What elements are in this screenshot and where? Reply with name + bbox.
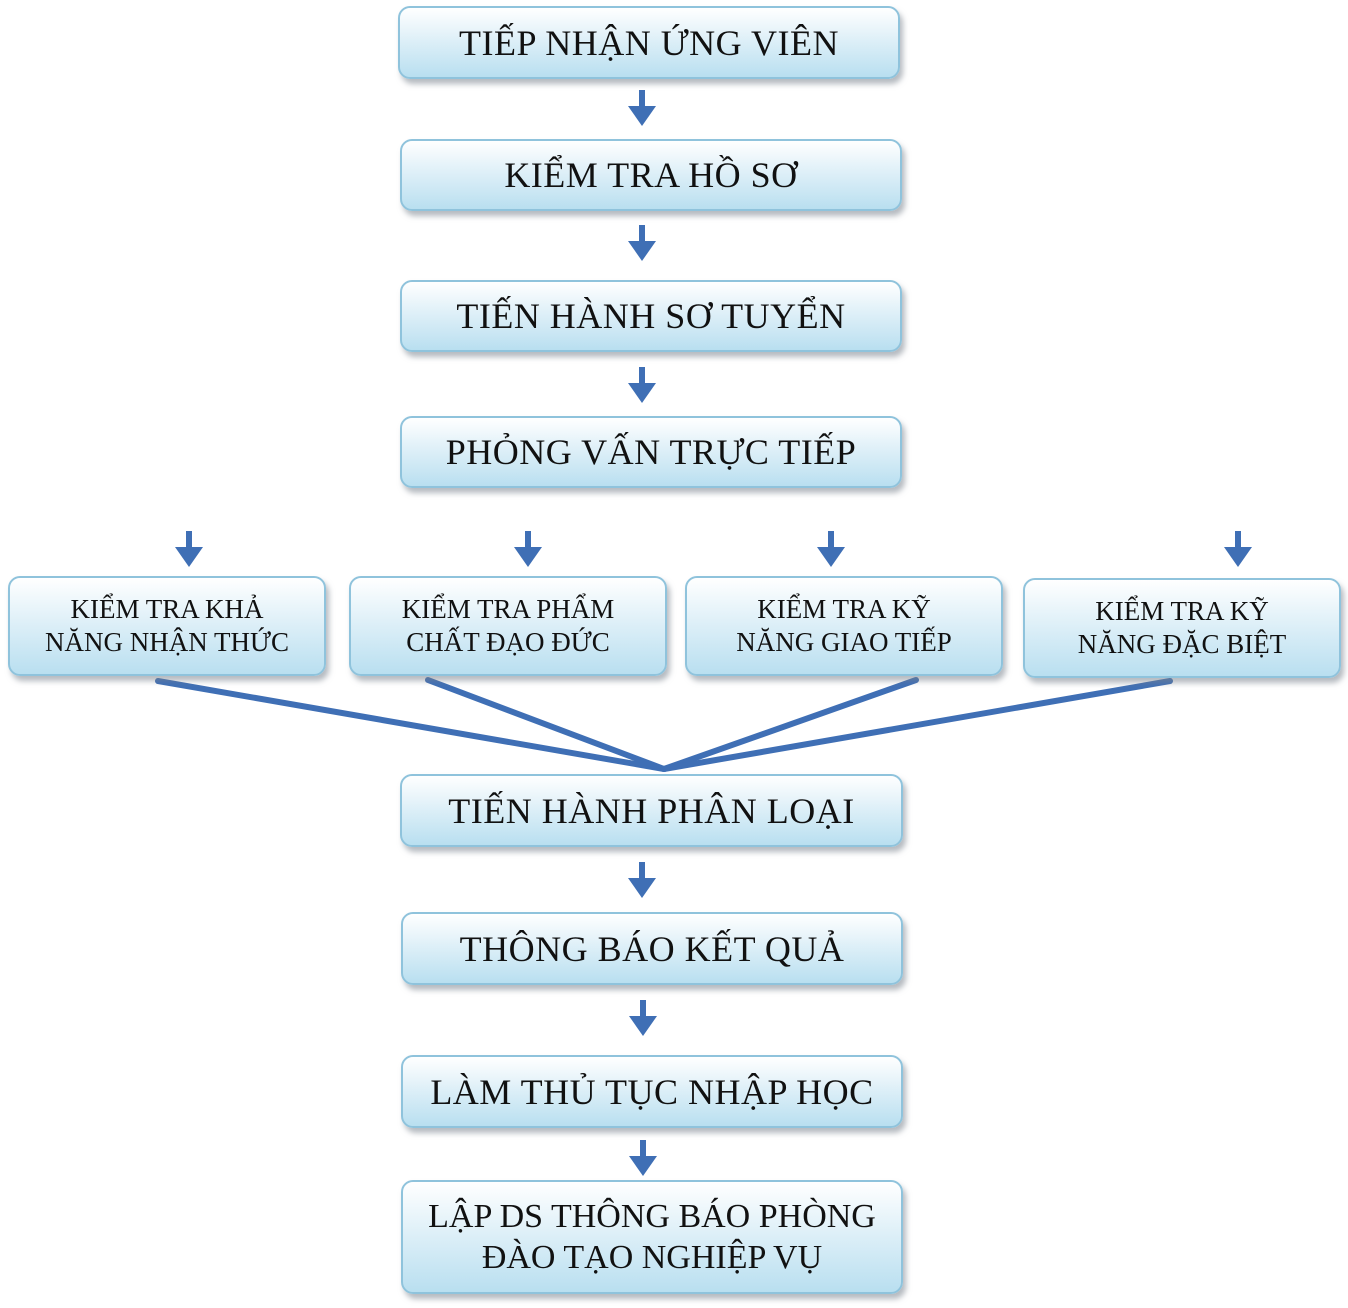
step-label: TIẾN HÀNH SƠ TUYỂN [456, 296, 846, 336]
step-direct-interview: PHỎNG VẤN TRỰC TIẾP [400, 416, 902, 488]
arrow-down-icon [628, 862, 656, 898]
check-communication-skills: KIỂM TRA KỸ NĂNG GIAO TIẾP [685, 576, 1003, 676]
arrow-down-icon [175, 531, 203, 567]
step-final-list: LẬP DS THÔNG BÁO PHÒNG ĐÀO TẠO NGHIỆP VỤ [401, 1180, 903, 1294]
arrow-down-icon [628, 367, 656, 403]
arrow-down-icon [628, 225, 656, 261]
check-label: KIỂM TRA PHẨM CHẤT ĐẠO ĐỨC [401, 594, 615, 657]
check-cognitive-ability: KIỂM TRA KHẢ NĂNG NHẬN THỨC [8, 576, 326, 676]
step-label: TIẾN HÀNH PHÂN LOẠI [448, 790, 855, 831]
arrow-down-icon [817, 531, 845, 567]
step-announce-results: THÔNG BÁO KẾT QUẢ [401, 912, 903, 985]
step-check-records: KIỂM TRA HỒ SƠ [400, 139, 902, 211]
step-preliminary-round: TIẾN HÀNH SƠ TUYỂN [400, 280, 902, 352]
step-label: LẬP DS THÔNG BÁO PHÒNG ĐÀO TẠO NGHIỆP VỤ [428, 1198, 876, 1276]
check-special-skills: KIỂM TRA KỸ NĂNG ĐẶC BIỆT [1023, 578, 1341, 678]
step-receive-candidates: TIẾP NHẬN ỨNG VIÊN [398, 6, 900, 79]
converging-connector-lines [155, 677, 1173, 772]
step-label: PHỎNG VẤN TRỰC TIẾP [445, 432, 857, 472]
check-label: KIỂM TRA KỸ NĂNG ĐẶC BIỆT [1077, 596, 1287, 659]
check-label: KIỂM TRA KỸ NĂNG GIAO TIẾP [736, 594, 952, 657]
arrow-down-icon [629, 1000, 657, 1036]
step-label: TIẾP NHẬN ỨNG VIÊN [459, 22, 839, 63]
step-label: THÔNG BÁO KẾT QUẢ [459, 928, 845, 969]
check-label: KIỂM TRA KHẢ NĂNG NHẬN THỨC [45, 594, 289, 657]
arrow-down-icon [629, 1140, 657, 1176]
step-enrollment: LÀM THỦ TỤC NHẬP HỌC [401, 1055, 903, 1128]
arrow-down-icon [628, 90, 656, 126]
check-moral-quality: KIỂM TRA PHẨM CHẤT ĐẠO ĐỨC [349, 576, 667, 676]
arrow-down-icon [514, 531, 542, 567]
step-classification: TIẾN HÀNH PHÂN LOẠI [400, 774, 903, 847]
arrow-down-icon [1224, 531, 1252, 567]
step-label: KIỂM TRA HỒ SƠ [504, 155, 798, 195]
step-label: LÀM THỦ TỤC NHẬP HỌC [430, 1071, 874, 1112]
